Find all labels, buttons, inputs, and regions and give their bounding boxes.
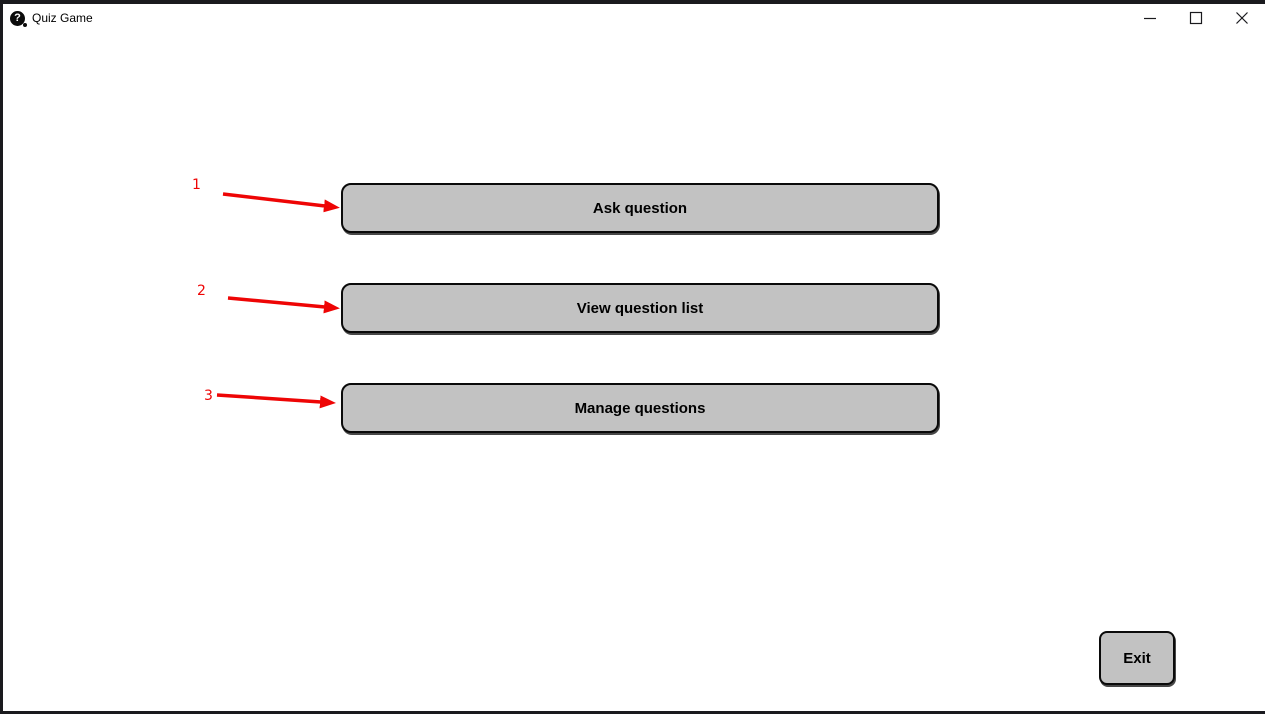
maximize-button[interactable]	[1173, 4, 1219, 32]
annotation-number-1: 1	[192, 177, 201, 193]
annotation-arrows	[216, 192, 340, 409]
quiz-app-icon: ?	[10, 10, 27, 27]
titlebar: ? Quiz Game	[3, 4, 1265, 32]
arrow-1	[222, 192, 340, 213]
manage-questions-button[interactable]: Manage questions	[341, 383, 939, 433]
minimize-icon	[1144, 17, 1156, 20]
ask-question-button[interactable]: Ask question	[341, 183, 939, 233]
arrow-3	[216, 393, 336, 409]
minimize-button[interactable]	[1127, 4, 1173, 32]
annotation-number-3: 3	[204, 388, 213, 404]
arrow-2	[227, 296, 340, 314]
window-title: Quiz Game	[32, 11, 93, 25]
view-question-list-button[interactable]: View question list	[341, 283, 939, 333]
annotation-number-2: 2	[197, 283, 206, 299]
close-icon	[1236, 12, 1248, 24]
maximize-icon	[1189, 11, 1203, 25]
exit-button[interactable]: Exit	[1099, 631, 1175, 685]
close-button[interactable]	[1219, 4, 1265, 32]
